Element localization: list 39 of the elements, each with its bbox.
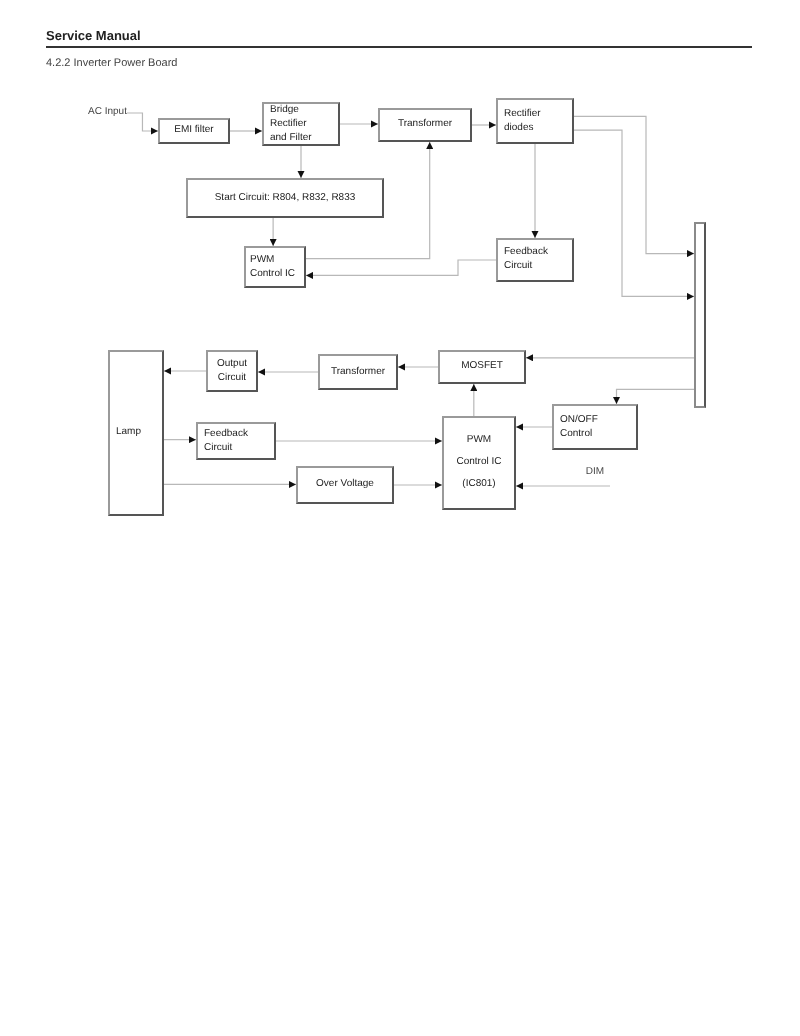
arrow [397,363,439,371]
process-box [378,108,472,142]
process-box [158,118,230,144]
arrow [163,436,197,444]
process-box [438,350,526,384]
arrow [275,437,443,445]
arrow [531,143,539,239]
process-box [496,98,574,144]
arrow [163,367,207,375]
process-box [206,350,258,392]
connector-bar [694,222,706,408]
process-box [186,178,384,218]
process-box [244,246,306,288]
arrow [257,368,319,376]
arrow [163,480,297,489]
arrow [515,482,611,490]
arrow [229,127,263,135]
arrow [470,383,478,417]
arrow [471,121,497,129]
process-box [442,416,516,510]
process-box [196,422,276,460]
process-box [108,350,164,516]
arrow [305,259,497,279]
arrow [515,423,553,431]
arrow [612,388,695,405]
arrow [573,129,695,300]
process-box [262,102,340,146]
arrow [269,217,277,247]
process-box [296,466,394,504]
arrow [305,141,434,260]
process-box [496,238,574,282]
process-box [552,404,638,450]
arrow [573,115,695,258]
arrow [126,112,159,135]
arrow [339,120,379,128]
arrow [297,145,305,179]
process-box [318,354,398,390]
arrow [393,481,443,489]
arrow [525,354,695,362]
